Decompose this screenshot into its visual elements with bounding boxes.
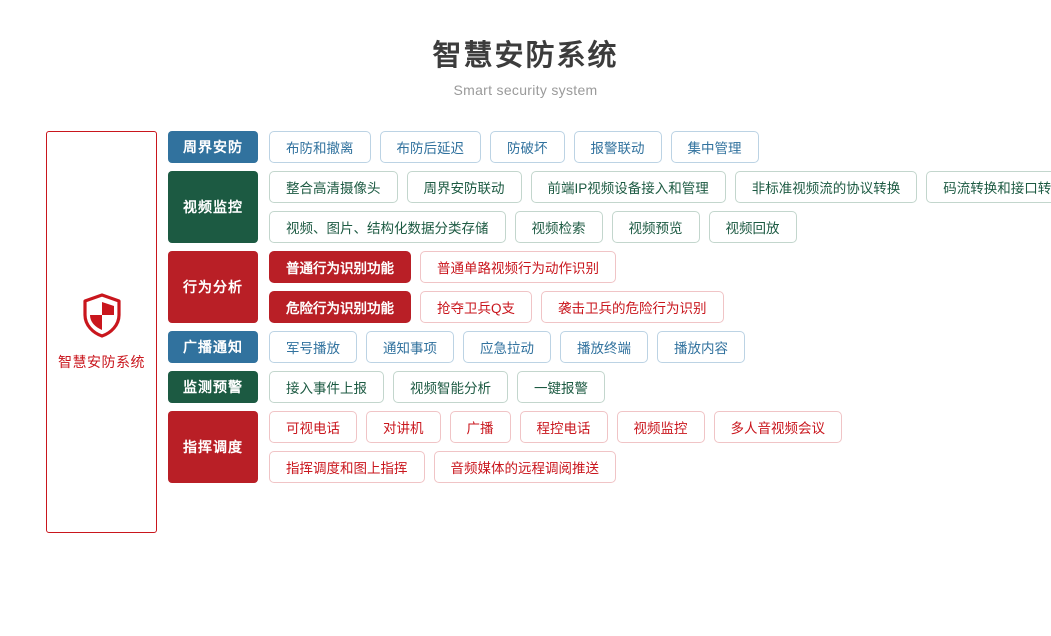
category-label-4[interactable]: 监测预警: [168, 371, 258, 403]
brand-panel: 智慧安防系统: [46, 131, 157, 533]
item-line: 危险行为识别功能抢夺卫兵Q支袭击卫兵的危险行为识别: [269, 291, 724, 323]
feature-chip[interactable]: 军号播放: [269, 331, 357, 363]
feature-chip[interactable]: 普通行为识别功能: [269, 251, 411, 283]
feature-chip[interactable]: 通知事项: [366, 331, 454, 363]
category-row: 周界安防布防和撤离布防后延迟防破坏报警联动集中管理: [168, 131, 1051, 163]
feature-chip[interactable]: 非标准视频流的协议转换: [734, 171, 918, 203]
item-line: 军号播放通知事项应急拉动播放终端播放内容: [269, 331, 745, 363]
feature-chip[interactable]: 视频预览: [611, 211, 700, 243]
category-label-3[interactable]: 广播通知: [168, 331, 258, 363]
page-title: 智慧安防系统: [432, 40, 619, 72]
feature-chip[interactable]: 布防和撤离: [269, 131, 371, 163]
feature-chip[interactable]: 指挥调度和图上指挥: [269, 451, 425, 483]
category-items: 普通行为识别功能普通单路视频行为动作识别危险行为识别功能抢夺卫兵Q支袭击卫兵的危…: [269, 251, 724, 323]
feature-chip[interactable]: 码流转换和接口转换: [926, 171, 1051, 203]
feature-chip[interactable]: 多人音视频会议: [713, 411, 842, 443]
category-label-1[interactable]: 视频监控: [168, 171, 258, 243]
feature-chip[interactable]: 广播: [449, 411, 511, 443]
category-row: 广播通知军号播放通知事项应急拉动播放终端播放内容: [168, 331, 1051, 363]
feature-chip[interactable]: 防破坏: [490, 131, 565, 163]
feature-chip[interactable]: 袭击卫兵的危险行为识别: [541, 291, 724, 323]
category-rows: 周界安防布防和撤离布防后延迟防破坏报警联动集中管理视频监控整合高清摄像头周界安防…: [168, 131, 1051, 483]
feature-chip[interactable]: 应急拉动: [463, 331, 551, 363]
page-subtitle: Smart security system: [453, 82, 598, 99]
category-label-5[interactable]: 指挥调度: [168, 411, 258, 483]
feature-chip[interactable]: 周界安防联动: [406, 171, 522, 203]
category-label-0[interactable]: 周界安防: [168, 131, 258, 163]
feature-chip[interactable]: 播放终端: [560, 331, 648, 363]
category-row: 指挥调度可视电话对讲机广播程控电话视频监控多人音视频会议指挥调度和图上指挥音频媒…: [168, 411, 1051, 483]
brand-name: 智慧安防系统: [58, 353, 145, 370]
feature-chip[interactable]: 前端IP视频设备接入和管理: [530, 171, 726, 203]
feature-chip[interactable]: 视频监控: [616, 411, 705, 443]
feature-chip[interactable]: 接入事件上报: [269, 371, 384, 403]
feature-chip[interactable]: 危险行为识别功能: [269, 291, 411, 323]
feature-chip[interactable]: 视频回放: [708, 211, 797, 243]
category-items: 军号播放通知事项应急拉动播放终端播放内容: [269, 331, 745, 363]
category-items: 可视电话对讲机广播程控电话视频监控多人音视频会议指挥调度和图上指挥音频媒体的远程…: [269, 411, 842, 483]
feature-chip[interactable]: 播放内容: [657, 331, 745, 363]
feature-chip[interactable]: 可视电话: [269, 411, 357, 443]
item-line: 普通行为识别功能普通单路视频行为动作识别: [269, 251, 724, 283]
category-label-2[interactable]: 行为分析: [168, 251, 258, 323]
category-items: 布防和撤离布防后延迟防破坏报警联动集中管理: [269, 131, 759, 163]
feature-chip[interactable]: 集中管理: [670, 131, 759, 163]
feature-chip[interactable]: 报警联动: [573, 131, 662, 163]
feature-chip[interactable]: 音频媒体的远程调阅推送: [433, 451, 616, 483]
feature-chip[interactable]: 程控电话: [519, 411, 608, 443]
feature-chip[interactable]: 视频、图片、结构化数据分类存储: [269, 211, 506, 243]
feature-chip[interactable]: 普通单路视频行为动作识别: [420, 251, 616, 283]
category-row: 行为分析普通行为识别功能普通单路视频行为动作识别危险行为识别功能抢夺卫兵Q支袭击…: [168, 251, 1051, 323]
shield-icon: [82, 292, 122, 343]
feature-chip[interactable]: 视频检索: [514, 211, 603, 243]
feature-chip[interactable]: 抢夺卫兵Q支: [420, 291, 533, 323]
feature-chip[interactable]: 视频智能分析: [393, 371, 508, 403]
item-line: 整合高清摄像头周界安防联动前端IP视频设备接入和管理非标准视频流的协议转换码流转…: [269, 171, 1051, 203]
category-row: 视频监控整合高清摄像头周界安防联动前端IP视频设备接入和管理非标准视频流的协议转…: [168, 171, 1051, 243]
item-line: 视频、图片、结构化数据分类存储视频检索视频预览视频回放: [269, 211, 1051, 243]
page-header: 智慧安防系统 Smart security system: [0, 0, 1051, 98]
architecture-board: 智慧安防系统 周界安防布防和撤离布防后延迟防破坏报警联动集中管理视频监控整合高清…: [46, 131, 1051, 533]
item-line: 指挥调度和图上指挥音频媒体的远程调阅推送: [269, 451, 842, 483]
feature-chip[interactable]: 整合高清摄像头: [269, 171, 398, 203]
item-line: 布防和撤离布防后延迟防破坏报警联动集中管理: [269, 131, 759, 163]
feature-chip[interactable]: 布防后延迟: [379, 131, 481, 163]
feature-chip[interactable]: 对讲机: [366, 411, 441, 443]
item-line: 接入事件上报视频智能分析一键报警: [269, 371, 605, 403]
category-items: 整合高清摄像头周界安防联动前端IP视频设备接入和管理非标准视频流的协议转换码流转…: [269, 171, 1051, 243]
category-items: 接入事件上报视频智能分析一键报警: [269, 371, 605, 403]
feature-chip[interactable]: 一键报警: [517, 371, 605, 403]
category-row: 监测预警接入事件上报视频智能分析一键报警: [168, 371, 1051, 403]
item-line: 可视电话对讲机广播程控电话视频监控多人音视频会议: [269, 411, 842, 443]
